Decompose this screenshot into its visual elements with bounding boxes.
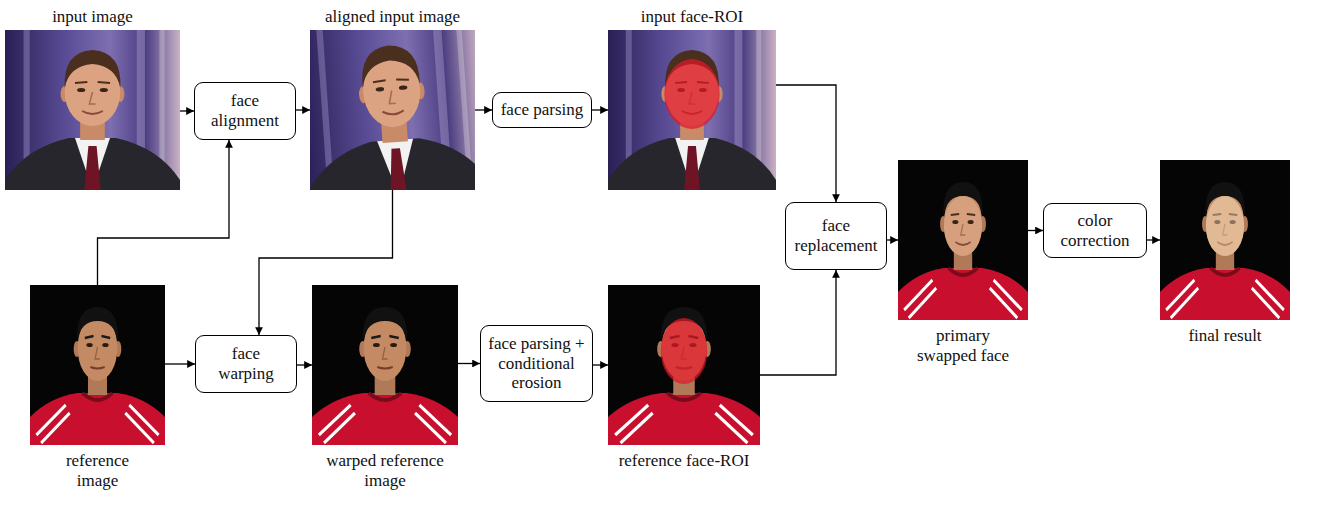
process-label: face alignment — [201, 91, 289, 130]
flow-arrow — [887, 239, 898, 240]
reference-roi-photo — [608, 285, 760, 445]
result-photo — [1160, 160, 1290, 320]
image-frame: reference image — [30, 285, 165, 445]
process-label: face warping — [202, 344, 290, 383]
image-frame: aligned input image — [310, 30, 475, 190]
flow-arrow — [760, 270, 836, 375]
process-label: face replacement — [792, 216, 880, 255]
process-box: face warping — [195, 335, 297, 393]
swapped-photo — [898, 160, 1028, 320]
image-caption: reference image — [48, 451, 148, 490]
process-label: face parsing — [501, 100, 584, 120]
flow-arrow — [180, 110, 194, 111]
image-frame: final result — [1160, 160, 1290, 320]
process-box: face replacement — [785, 202, 887, 270]
image-caption: input image — [5, 7, 180, 27]
flow-arrow — [1028, 230, 1043, 231]
flow-arrow — [593, 364, 608, 365]
flow-arrow — [296, 109, 310, 110]
reference-photo — [30, 285, 165, 445]
image-caption: final result — [1160, 326, 1290, 346]
image-frame: reference face-ROI — [608, 285, 760, 445]
image-caption: reference face-ROI — [599, 451, 769, 471]
image-caption: warped reference image — [323, 451, 448, 490]
image-caption: input face-ROI — [607, 7, 777, 27]
flow-arrow — [165, 363, 195, 364]
process-label: color correction — [1050, 211, 1140, 250]
input-photo — [5, 30, 180, 190]
flow-arrow — [259, 190, 393, 335]
image-caption: aligned input image — [308, 7, 478, 27]
image-frame: primary swapped face — [898, 160, 1028, 320]
flow-arrow — [458, 363, 480, 364]
process-box: face alignment — [194, 82, 296, 140]
warped-photo — [312, 285, 458, 445]
process-label: face parsing + conditional erosion — [487, 334, 586, 393]
image-caption: primary swapped face — [908, 326, 1018, 365]
aligned-photo — [310, 30, 475, 190]
flow-arrow — [776, 85, 836, 202]
flow-arrow — [297, 364, 312, 365]
image-frame: input face-ROI — [608, 30, 776, 190]
image-frame: input image — [5, 30, 180, 190]
image-frame: warped reference image — [312, 285, 458, 445]
process-box: face parsing + conditional erosion — [480, 325, 593, 402]
process-box: color correction — [1043, 203, 1147, 258]
flow-arrow — [1147, 239, 1160, 240]
process-box: face parsing — [492, 92, 592, 128]
input-roi-photo — [608, 30, 776, 190]
flow-arrow — [592, 109, 608, 110]
flow-arrow — [98, 140, 230, 285]
flow-arrow — [475, 109, 492, 110]
